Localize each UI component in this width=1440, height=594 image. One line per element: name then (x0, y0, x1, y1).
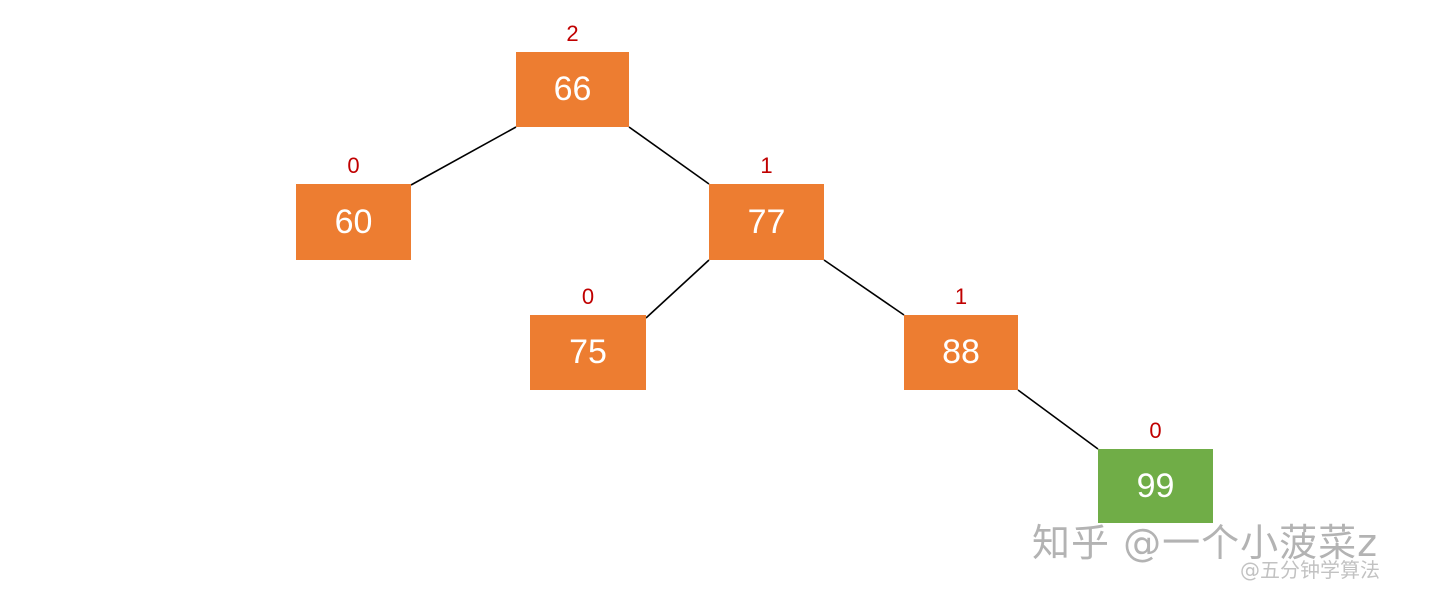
node-value: 75 (569, 333, 607, 371)
tree-edge-n66-n77 (628, 126, 710, 185)
tree-node-77: 77 (709, 184, 824, 260)
watermark-sub: @五分钟学算法 (1240, 558, 1380, 582)
tree-node-88: 88 (904, 315, 1018, 390)
node-value: 77 (747, 202, 786, 241)
balance-factor-60: 0 (347, 153, 360, 178)
tree-node-60: 60 (296, 184, 411, 260)
node-value: 60 (334, 202, 373, 241)
tree-edge-n88-n99 (1017, 389, 1099, 450)
balance-factor-88: 1 (954, 284, 968, 309)
tree-edge-n66-n60 (410, 126, 517, 186)
balance-factor-75: 0 (581, 284, 595, 309)
balance-factor-99: 0 (1149, 418, 1162, 443)
node-value: 99 (1136, 466, 1175, 505)
node-value: 88 (942, 333, 980, 371)
tree-node-66: 66 (516, 52, 629, 127)
watermark-main: 知乎 @一个小菠菜z (1032, 521, 1379, 565)
node-value: 66 (553, 70, 592, 108)
tree-edge-n77-n88 (823, 259, 905, 316)
tree-edge-n77-n75 (645, 259, 710, 319)
tree-node-99: 99 (1098, 449, 1213, 523)
tree-node-75: 75 (530, 315, 646, 390)
balance-factor-66: 2 (566, 21, 579, 46)
balance-factor-77: 1 (760, 153, 773, 178)
